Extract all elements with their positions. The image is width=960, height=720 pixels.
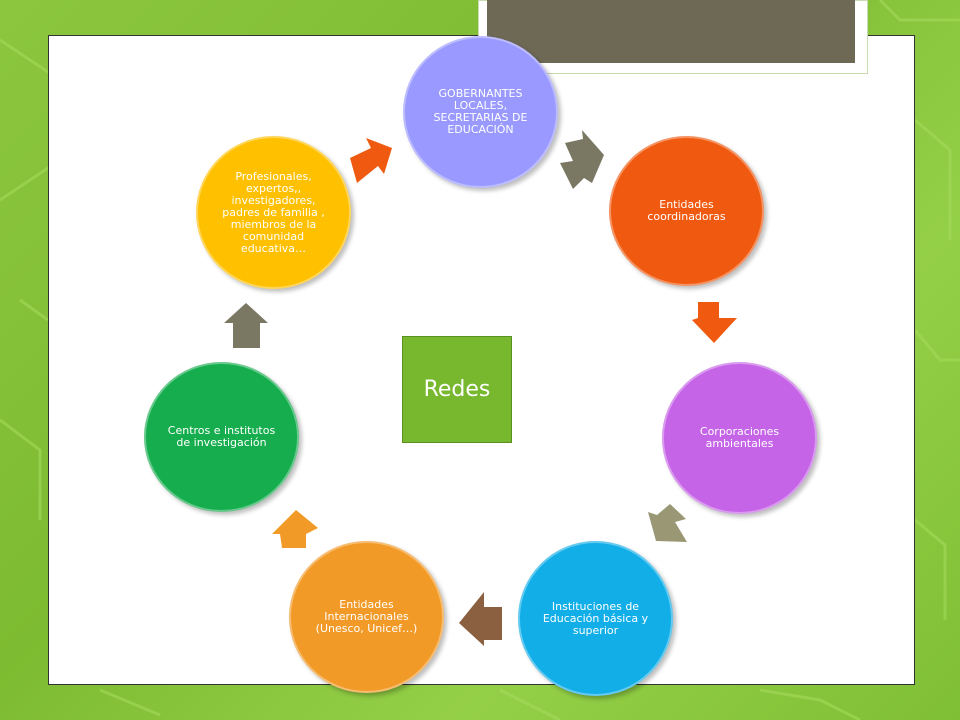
arrow-2-icon xyxy=(692,302,737,343)
title-placeholder xyxy=(487,0,855,63)
node-profesionales: Profesionales, expertos,, investigadores… xyxy=(196,136,351,289)
node-centros-label: Centros e institutos de investigación xyxy=(167,424,276,449)
node-corporaciones-label: Corporaciones ambientales xyxy=(699,425,780,450)
center-label: Redes xyxy=(423,377,491,402)
node-coordinadoras: Entidades coordinadoras xyxy=(609,136,764,286)
arrow-6-icon xyxy=(224,303,268,348)
arrow-7-icon xyxy=(350,138,392,183)
node-instituciones-label: Instituciones de Educación básica y supe… xyxy=(542,599,649,637)
node-gobernantes-label: GOBERNANTES LOCALES, SECRETARIAS DE EDUC… xyxy=(433,87,528,136)
node-internacionales: Entidades Internacionales (Unesco, Unice… xyxy=(289,541,444,693)
arrow-3-icon xyxy=(648,504,687,542)
node-instituciones: Instituciones de Educación básica y supe… xyxy=(518,541,673,696)
node-internacionales-label: Entidades Internacionales (Unesco, Unice… xyxy=(315,598,418,635)
arrow-4-icon xyxy=(459,592,502,646)
center-label-box: Redes xyxy=(402,336,512,443)
arrow-1-icon xyxy=(560,130,604,189)
node-profesionales-label: Profesionales, expertos,, investigadores… xyxy=(222,169,325,255)
node-corporaciones: Corporaciones ambientales xyxy=(662,362,817,514)
node-gobernantes: GOBERNANTES LOCALES, SECRETARIAS DE EDUC… xyxy=(403,36,558,188)
node-coordinadoras-label: Entidades coordinadoras xyxy=(647,198,726,223)
node-centros: Centros e institutos de investigación xyxy=(144,362,299,512)
arrow-5-icon xyxy=(272,510,318,548)
